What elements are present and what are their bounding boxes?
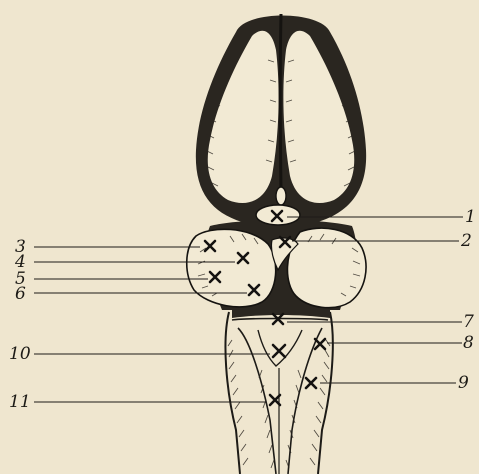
label-1: 1 bbox=[465, 207, 476, 227]
label-10: 10 bbox=[9, 344, 31, 364]
label-6: 6 bbox=[15, 284, 26, 304]
label-8: 8 bbox=[463, 333, 474, 353]
label-7: 7 bbox=[463, 312, 474, 332]
label-2: 2 bbox=[460, 231, 472, 251]
label-11: 11 bbox=[9, 392, 31, 412]
label-9: 9 bbox=[458, 373, 469, 393]
